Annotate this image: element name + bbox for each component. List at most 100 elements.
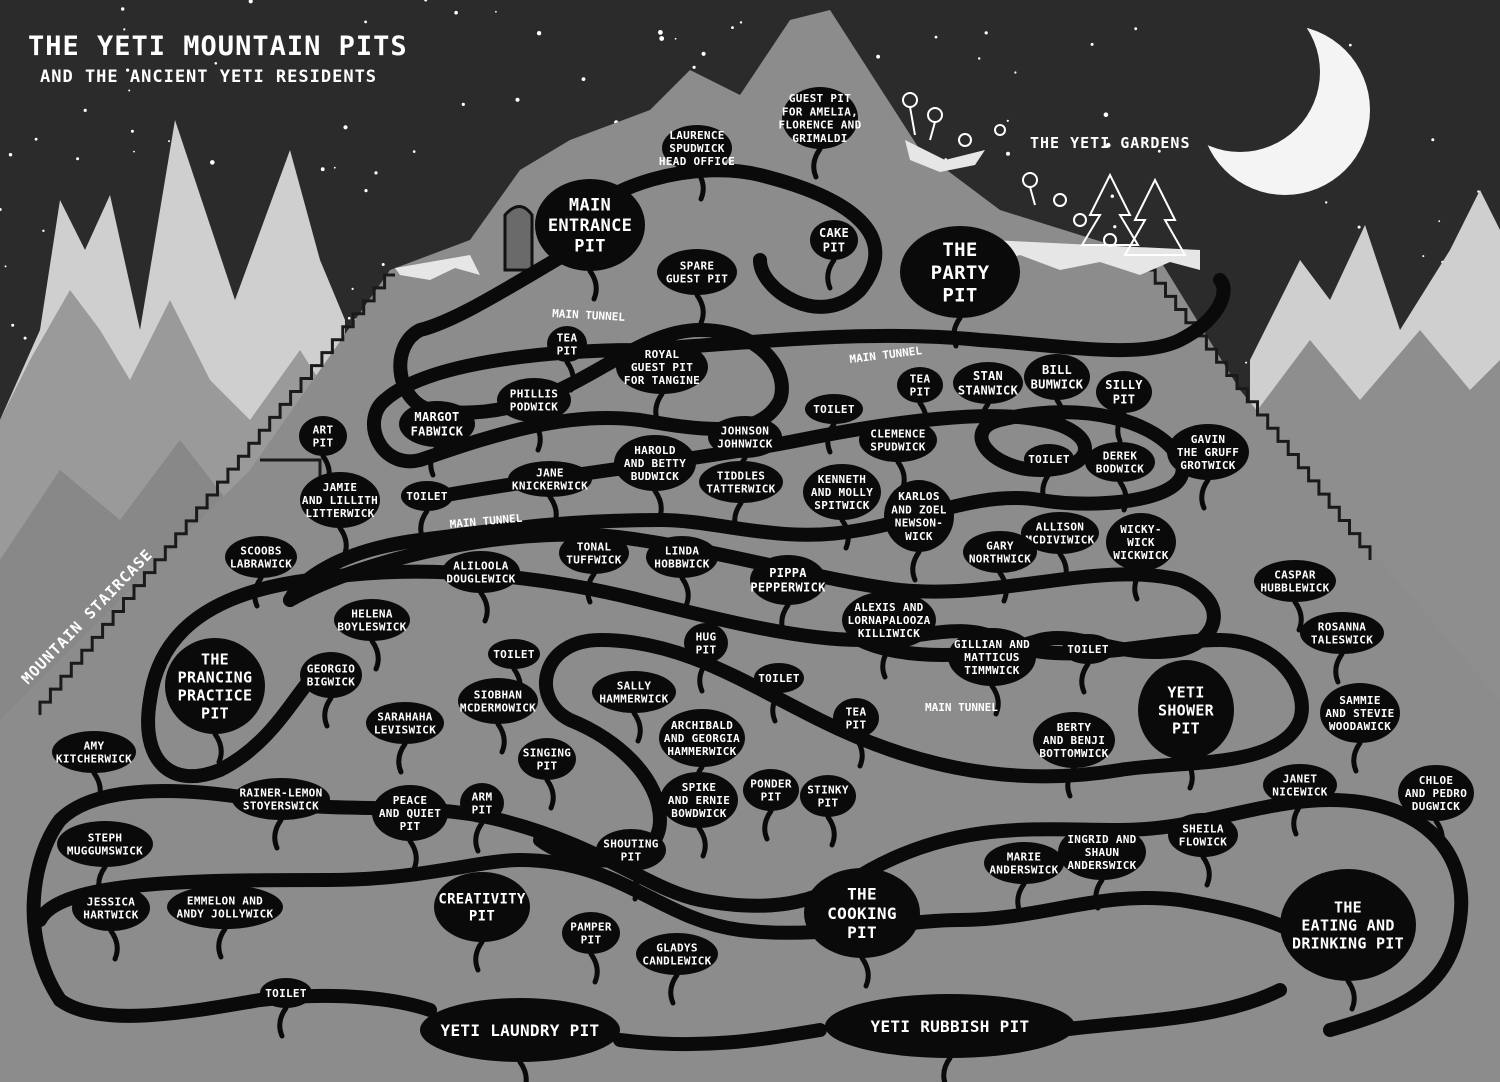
pit-label: NICEWICK — [1272, 786, 1327, 799]
star-icon — [34, 137, 38, 141]
pit-label: MUGGUMSWICK — [67, 845, 143, 858]
star-icon — [8, 153, 13, 157]
pit-blob — [659, 709, 745, 767]
pit-label: MARGOT — [414, 410, 459, 424]
pit-label: TONAL — [577, 540, 612, 553]
pit-blob — [497, 378, 571, 422]
star-icon — [168, 140, 170, 143]
pit-label: ART — [313, 423, 334, 436]
pit-blob — [948, 628, 1036, 686]
pit-blob — [636, 933, 718, 975]
pit-label: EMMELON AND — [187, 894, 263, 907]
pit-label: MCDIVIWICK — [1025, 534, 1094, 547]
pit-label: LABRAWICK — [230, 558, 292, 571]
star-icon — [133, 150, 135, 153]
star-icon — [581, 77, 586, 81]
pit-connector — [587, 268, 599, 302]
tree-icon — [1123, 177, 1187, 256]
star-icon — [454, 10, 458, 15]
pit-blob — [953, 362, 1023, 404]
pit-blob — [884, 480, 954, 552]
pit-label: MATTICUS — [964, 651, 1019, 664]
pit-blob — [614, 435, 696, 491]
pit-label: GAVIN — [1191, 433, 1226, 446]
pit-connector — [951, 315, 963, 349]
pit-blob — [547, 326, 587, 362]
pit-connector — [779, 602, 791, 636]
pit-blob — [1168, 813, 1238, 857]
pit-blob — [399, 401, 475, 447]
pit-connector — [679, 575, 691, 609]
pit-blob — [1033, 712, 1115, 768]
pit-blob — [963, 531, 1037, 573]
pit-blob — [662, 125, 732, 171]
pit-connector — [337, 525, 349, 559]
pit-label: PIT — [823, 241, 846, 255]
star-icon — [214, 62, 218, 65]
pit-label: TOILET — [813, 403, 855, 416]
pit-blob — [488, 639, 540, 669]
pit-blob — [708, 416, 782, 458]
pit-blob — [232, 778, 330, 820]
pit-blob — [1021, 512, 1099, 554]
star-icon — [1113, 225, 1117, 229]
pit-label: PAMPER — [570, 920, 612, 933]
pit-blob — [372, 785, 448, 841]
pit-label: NEWSON- — [895, 517, 943, 530]
star-icon — [1134, 27, 1138, 31]
star-icon — [333, 166, 336, 169]
pit-connector — [1200, 854, 1212, 888]
star-icon — [701, 51, 706, 56]
pit-blob — [800, 775, 856, 817]
pit-label: BERTY — [1057, 721, 1092, 734]
pit-blob — [420, 998, 620, 1062]
pit-label: DEREK — [1103, 449, 1138, 462]
pit-blob — [859, 418, 937, 462]
pit-label: PIT — [1172, 719, 1200, 737]
pit-label: DUGWICK — [1412, 800, 1461, 813]
pit-blob — [1024, 354, 1090, 400]
pit-connector — [668, 972, 680, 1006]
pit-label: SHEILA — [1182, 822, 1224, 835]
pit-label: AND STEVIE — [1325, 707, 1394, 720]
star-icon — [83, 108, 87, 112]
pit-label: BILL — [1042, 363, 1072, 377]
pit-label: BOYLESWICK — [337, 621, 406, 634]
pit-label: PIT — [557, 345, 578, 358]
pit-label: HARTWICK — [83, 909, 138, 922]
pit-connector — [517, 1059, 529, 1082]
pit-label: SHOUTING — [603, 837, 658, 850]
star-icon — [731, 26, 734, 29]
pit-connector — [272, 817, 284, 851]
star-icon — [659, 36, 665, 41]
pit-label: RAINER-LEMON — [239, 786, 322, 799]
pit-label: JOHNSON — [721, 424, 769, 437]
pit-blob — [782, 87, 858, 149]
pit-blob — [984, 842, 1064, 884]
pit-blob — [596, 829, 666, 871]
pit-blob — [657, 249, 737, 295]
pit-connector — [531, 419, 543, 453]
pit-label: PIT — [696, 644, 717, 657]
pit-blob — [167, 885, 283, 929]
pit-label: KITCHERWICK — [56, 753, 132, 766]
pit-connector — [252, 575, 264, 609]
pit-blob — [743, 769, 799, 811]
